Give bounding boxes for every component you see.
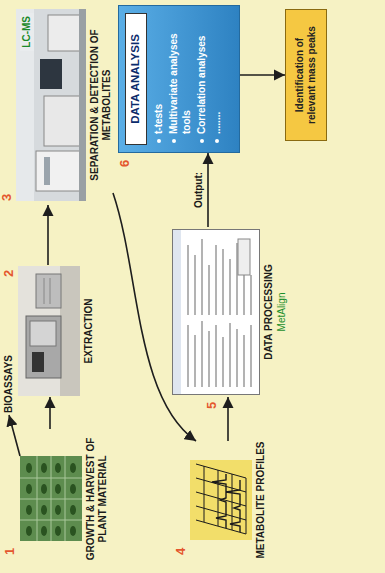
bullet-dot [172, 139, 176, 143]
edge-label: Output: [193, 170, 205, 210]
step-label: GROWTH & HARVEST OF PLANT MATERIAL [82, 429, 109, 569]
flow-arrow [207, 153, 209, 227]
step-panel: LC-MS SEPARATION & DETECTION OF METABOLIT… [16, 5, 113, 205]
bullet-dot [157, 139, 161, 143]
step-panel: GROWTH & HARVEST OF PLANT MATERIAL [20, 429, 109, 569]
extraction-photo [18, 266, 80, 396]
instrument-label: LC-MS [20, 13, 34, 51]
result-box: Identification of relevant mass peaks [285, 9, 327, 141]
flow-arrow [240, 74, 285, 76]
step-label: METABOLITE PROFILES [252, 441, 267, 559]
picture-slot [20, 429, 82, 569]
bullet-text: Correlation analyses [195, 36, 208, 134]
callout-number: 2 [2, 270, 16, 277]
software-screenshot [173, 230, 260, 395]
software-name: MetAlign [275, 227, 288, 397]
lcms-photo [16, 9, 86, 201]
analysis-box: DATA ANALYSIS t-testsMultivariate analyse… [118, 5, 240, 153]
step-label: BIOASSAYS [2, 353, 16, 415]
bullet-dot [215, 139, 219, 143]
bullet-text: t-tests [152, 104, 165, 134]
step-panel: DATA PROCESSINGMetAlign [172, 227, 288, 397]
step-panel: METABOLITE PROFILES [190, 441, 267, 559]
bullet-dot [200, 139, 204, 143]
picture-slot [190, 441, 252, 559]
flow-arrow [47, 205, 49, 265]
bullet-text: Multivariate analyses tools [167, 13, 193, 134]
callout-number: 6 [118, 160, 132, 167]
step-panel: EXTRACTION [18, 265, 95, 397]
flow-arrow [227, 397, 229, 441]
callout-number: 4 [174, 548, 188, 555]
callout-number: 3 [0, 194, 14, 201]
step-label: EXTRACTION [80, 265, 95, 397]
callout-number: 5 [205, 402, 219, 409]
bullet-item: t-tests [152, 13, 165, 145]
step-label: SEPARATION & DETECTION OF METABOLITES [86, 5, 113, 205]
flow-arrow [113, 193, 196, 441]
bullet-item: Correlation analyses [195, 13, 208, 145]
picture-slot [18, 265, 80, 397]
flow-arrow [9, 415, 20, 456]
box-heading: DATA ANALYSIS [125, 13, 147, 145]
step-label: Identification of relevant mass peaks [294, 18, 318, 132]
plant-photo [20, 456, 82, 541]
target-node: BIOASSAYS [2, 353, 16, 415]
bullet-item: ........ [210, 13, 223, 145]
picture-slot [172, 227, 260, 397]
bullet-item: Multivariate analyses tools [167, 13, 193, 145]
bullet-text: ........ [210, 112, 223, 134]
callout-number: 1 [3, 548, 17, 555]
flow-arrow [49, 397, 51, 429]
metabolite-grid [190, 460, 252, 540]
step-label: DATA PROCESSING [260, 227, 275, 397]
